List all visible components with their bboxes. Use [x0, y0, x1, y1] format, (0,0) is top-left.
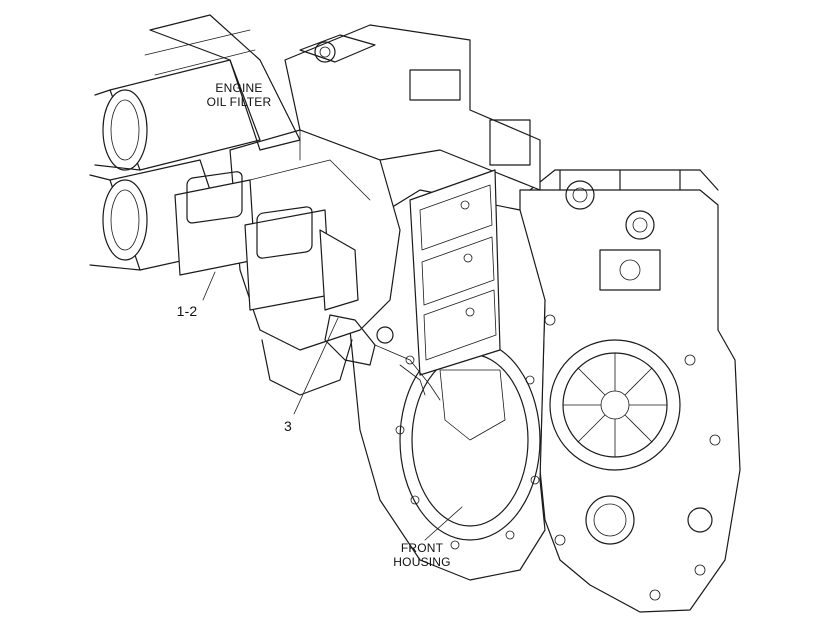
cover-plates [409, 169, 501, 376]
front-housing-label: FRONT HOUSING [380, 541, 464, 569]
callout-1-2: 1-2 [176, 303, 198, 319]
front-housing-label-line1: FRONT [400, 541, 444, 555]
filter-cartridges [174, 171, 359, 311]
engine-oil-filter-label-line2: OIL FILTER [206, 95, 272, 109]
engine-oil-filter-label: ENGINE OIL FILTER [196, 81, 282, 109]
callout-3: 3 [284, 418, 292, 434]
cylinder-head [284, 24, 541, 201]
upper-filter-canister [94, 14, 301, 171]
sensor-bracket [324, 314, 441, 401]
front-housing-label-line2: HOUSING [393, 555, 451, 569]
engine-block [519, 169, 741, 613]
engine-oil-filter-label-line1: ENGINE [215, 81, 263, 95]
leader-lines [202, 271, 463, 541]
